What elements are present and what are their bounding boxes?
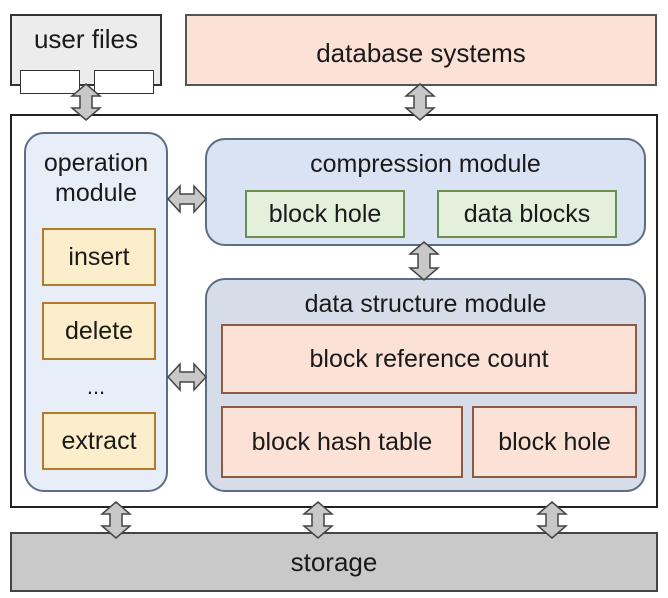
compression-block-hole: block hole: [245, 190, 405, 238]
double-arrow-horizontal-icon: [166, 362, 208, 392]
double-arrow-horizontal-icon: [166, 184, 208, 214]
file-icon: [94, 70, 154, 94]
op-ellipsis: ...: [86, 374, 106, 399]
compression-data-blocks: data blocks: [437, 190, 617, 238]
block-hash-table: block hash table: [221, 406, 463, 478]
user-files-box: user files: [10, 14, 162, 94]
storage-label: storage: [290, 547, 378, 577]
op-item-delete: delete: [42, 302, 156, 360]
database-systems-box: database systems: [185, 14, 657, 86]
double-arrow-vertical-icon: [301, 501, 335, 539]
compression-module: compression module block hole data block…: [205, 138, 646, 246]
database-systems-label: database systems: [316, 38, 526, 68]
block-reference-count: block reference count: [221, 324, 637, 394]
operation-module-title: operation module: [43, 149, 149, 207]
compression-module-title: compression module: [310, 150, 541, 178]
double-arrow-vertical-icon: [99, 501, 133, 539]
data-structure-module-title: data structure module: [304, 290, 547, 318]
double-arrow-vertical-icon: [535, 501, 569, 539]
ds-block-hole: block hole: [472, 406, 637, 478]
op-item-extract: extract: [42, 412, 156, 470]
double-arrow-vertical-icon: [69, 83, 103, 121]
op-item-insert: insert: [42, 228, 156, 286]
operation-module: operation module insert delete ... extra…: [24, 132, 168, 492]
data-structure-module: data structure module block reference co…: [205, 278, 646, 492]
file-icon: [20, 70, 80, 94]
double-arrow-vertical-icon: [407, 241, 441, 281]
user-files-label: user files: [33, 24, 139, 54]
double-arrow-vertical-icon: [403, 83, 437, 121]
storage-box: storage: [10, 532, 658, 592]
